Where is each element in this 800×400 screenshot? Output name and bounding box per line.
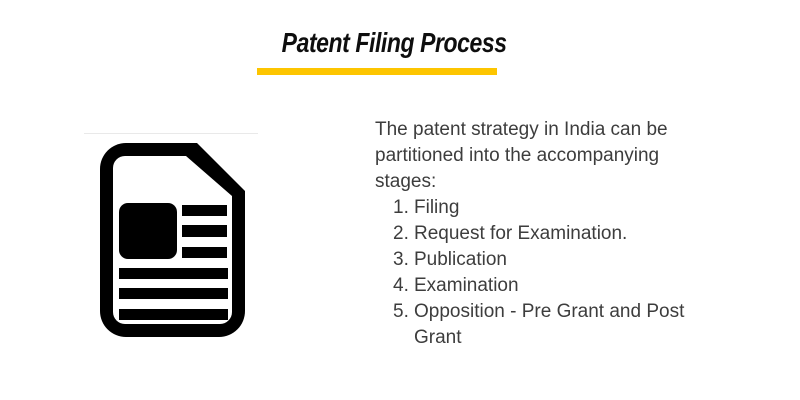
- step-label: Filing: [414, 197, 460, 218]
- list-item: 1. Filing: [375, 195, 709, 221]
- step-label: Opposition - Pre Grant and Post Grant: [414, 301, 685, 348]
- step-number: 5.: [393, 301, 409, 322]
- content-block: The patent strategy in India can be part…: [375, 117, 709, 351]
- doc-long-bar: [119, 288, 228, 299]
- doc-short-bar: [182, 247, 227, 258]
- list-item: 3. Publication: [375, 247, 709, 273]
- doc-long-bar: [119, 309, 228, 320]
- figure-top-divider: [84, 133, 258, 134]
- header: Patent Filing Process: [257, 27, 507, 59]
- doc-long-bar: [119, 268, 228, 279]
- step-number: 1.: [393, 197, 409, 218]
- list-item: 2. Request for Examination.: [375, 221, 709, 247]
- list-item: 4. Examination: [375, 273, 709, 299]
- step-label: Publication: [414, 249, 507, 270]
- document-icon: [100, 143, 245, 337]
- doc-short-bar: [182, 225, 227, 237]
- doc-image-block: [119, 203, 177, 259]
- step-number: 2.: [393, 223, 409, 244]
- intro-text: The patent strategy in India can be part…: [375, 119, 668, 192]
- doc-short-bar: [182, 205, 227, 216]
- page-title: Patent Filing Process: [281, 27, 507, 58]
- step-number: 3.: [393, 249, 409, 270]
- title-underline: [257, 68, 497, 75]
- step-number: 4.: [393, 275, 409, 296]
- steps-list: 1. Filing 2. Request for Examination. 3.…: [375, 195, 709, 351]
- list-item: 5. Opposition - Pre Grant and Post Grant: [375, 299, 709, 351]
- step-label: Request for Examination.: [414, 223, 628, 244]
- step-label: Examination: [414, 275, 519, 296]
